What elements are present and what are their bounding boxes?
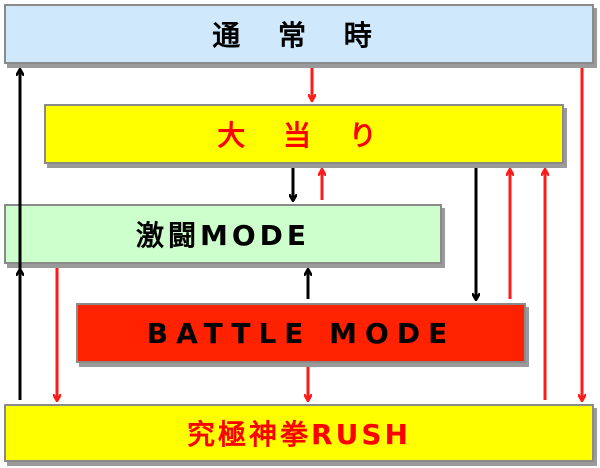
state-normal-label: 通 常 時 [212, 19, 386, 52]
state-jackpot-label: 大 当 り [217, 119, 391, 152]
state-gekito-mode-label: 激闘MODE [135, 219, 311, 252]
state-rush: 究極神拳RUSH [4, 404, 594, 462]
state-battle-mode: BATTLE MODE [76, 303, 526, 363]
state-jackpot: 大 当 り [44, 104, 564, 164]
state-normal: 通 常 時 [4, 4, 594, 64]
state-rush-label: 究極神拳RUSH [187, 418, 411, 451]
state-battle-mode-label: BATTLE MODE [146, 316, 456, 350]
state-gekito-mode: 激闘MODE [4, 204, 442, 264]
